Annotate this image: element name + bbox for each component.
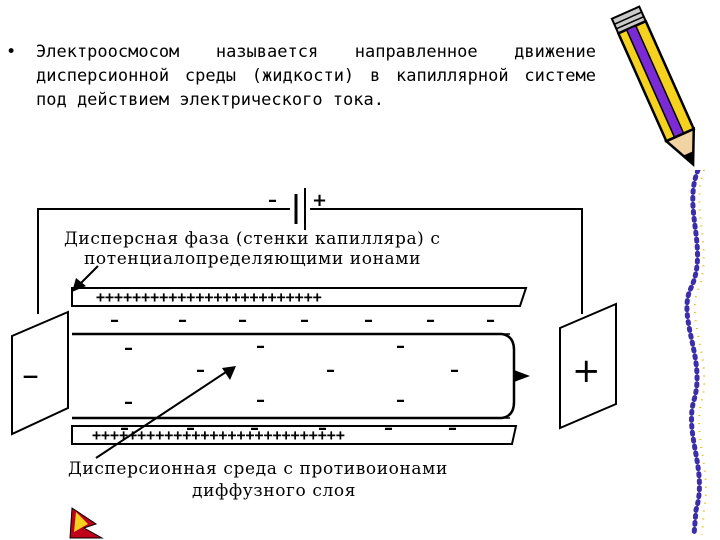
svg-text:–: – — [300, 310, 309, 331]
capillary-top-wall — [71, 287, 528, 307]
svg-text:–: – — [256, 390, 265, 411]
slide-text-block: • Электроосмосом называется направленное… — [6, 40, 596, 112]
decorative-border-right — [684, 170, 707, 535]
svg-text:–: – — [178, 310, 187, 331]
svg-text:–: – — [256, 336, 265, 357]
battery-icon — [294, 188, 306, 230]
svg-text:–: – — [486, 310, 495, 331]
medium-pointer-arrow — [95, 366, 236, 459]
svg-text:–: – — [124, 338, 133, 359]
bullet-marker: • — [6, 42, 17, 62]
capillary-bottom-wall — [71, 425, 518, 445]
circuit-wire — [37, 208, 290, 314]
decorative-arrow-icon — [69, 507, 104, 539]
counter-ions: – – – – – – – – – – – – – – – – – – – – … — [110, 310, 495, 439]
left-electrode — [11, 310, 69, 436]
liquid-flow-arrow — [72, 332, 530, 420]
pencil-icon — [610, 5, 696, 168]
medium-label-line2: диффузного слоя — [192, 481, 356, 501]
svg-text:–: – — [364, 310, 373, 331]
svg-text:–: – — [186, 418, 195, 439]
svg-text:–: – — [450, 360, 459, 381]
battery-minus-sign: – — [268, 190, 277, 211]
phase-pointer-arrow — [72, 265, 99, 292]
svg-text:–: – — [120, 418, 129, 439]
svg-text:–: – — [426, 310, 435, 331]
svg-text:–: – — [326, 360, 335, 381]
definition-paragraph: Электроосмосом называется направленное д… — [36, 42, 596, 110]
svg-text:–: – — [396, 390, 405, 411]
phase-label-line2: потенциалопределяющими ионами — [84, 249, 421, 269]
phase-label-line1: Дисперсная фаза (стенки капилляра) с — [64, 229, 441, 249]
right-electrode-sign: + — [572, 351, 601, 391]
svg-text:–: – — [196, 360, 205, 381]
left-electrode-sign: – — [22, 355, 39, 395]
medium-label-line1: Дисперсионная среда с противоионами — [68, 459, 448, 479]
svg-text:–: – — [384, 418, 393, 439]
svg-text:–: – — [396, 336, 405, 357]
top-wall-charges: +++++++++++++++++++++++++ — [96, 288, 322, 306]
svg-text:–: – — [238, 310, 247, 331]
svg-text:–: – — [124, 392, 133, 413]
svg-text:–: – — [318, 418, 327, 439]
svg-text:–: – — [250, 418, 259, 439]
right-electrode — [559, 302, 617, 430]
battery-plus-sign: + — [312, 190, 327, 211]
svg-text:–: – — [110, 310, 119, 331]
electroosmosis-diagram: – + Дисперсная фаза (стенки капилляра) с… — [11, 188, 617, 539]
svg-text:–: – — [448, 418, 457, 439]
bottom-wall-charges: ++++++++++++++++++++++++++++ — [92, 426, 345, 444]
